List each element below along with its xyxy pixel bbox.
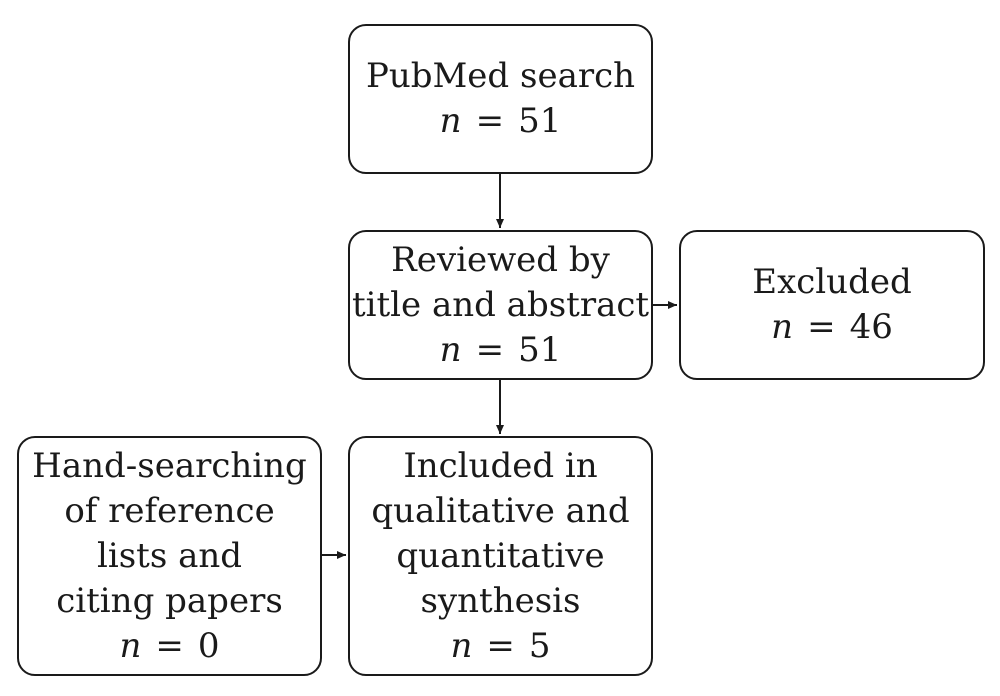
excluded-count: n = 46 [771, 305, 893, 350]
count-value: 5 [528, 625, 551, 666]
count-equals: = [475, 329, 505, 370]
reviewed-label-line-2: title and abstract [351, 284, 650, 325]
count-value: 0 [197, 625, 220, 666]
included-label-line-3: quantitative [396, 535, 605, 576]
hand-searching-label-line-2: of reference [64, 490, 275, 531]
included-count: n = 5 [450, 624, 550, 669]
reviewed-label-line-1: Reviewed by [391, 239, 610, 280]
hand-searching-label-line-1: Hand-searching [32, 445, 307, 486]
reviewed-box: Reviewed by title and abstract n = 51 [348, 230, 653, 380]
count-variable: n [450, 625, 473, 666]
hand-searching-label-line-3: lists and [96, 535, 243, 576]
reviewed-count: n = 51 [440, 328, 562, 373]
count-equals: = [486, 625, 515, 666]
included-label-line-2: qualitative and [371, 490, 630, 531]
excluded-label: Excluded [752, 262, 912, 302]
included-box: Included in qualitative and quantitative… [348, 436, 653, 676]
hand-searching-count: n = 0 [119, 624, 219, 669]
count-equals: = [807, 307, 836, 347]
count-value: 51 [518, 101, 562, 141]
count-equals: = [475, 101, 505, 141]
hand-searching-box: Hand-searching of reference lists and ci… [17, 436, 322, 676]
count-value: 46 [849, 307, 893, 347]
included-label-line-1: Included in [403, 445, 598, 486]
included-label-line-4: synthesis [420, 580, 581, 621]
count-variable: n [439, 101, 462, 141]
pubmed-search-label: PubMed search [365, 56, 636, 96]
count-variable: n [119, 625, 142, 666]
count-variable: n [439, 329, 462, 370]
pubmed-search-count: n = 51 [440, 99, 562, 144]
excluded-box: Excluded n = 46 [679, 230, 985, 380]
hand-searching-label-line-4: citing papers [56, 580, 283, 621]
count-value: 51 [518, 329, 562, 370]
pubmed-search-box: PubMed search n = 51 [348, 24, 653, 174]
count-equals: = [155, 625, 184, 666]
count-variable: n [771, 307, 794, 347]
